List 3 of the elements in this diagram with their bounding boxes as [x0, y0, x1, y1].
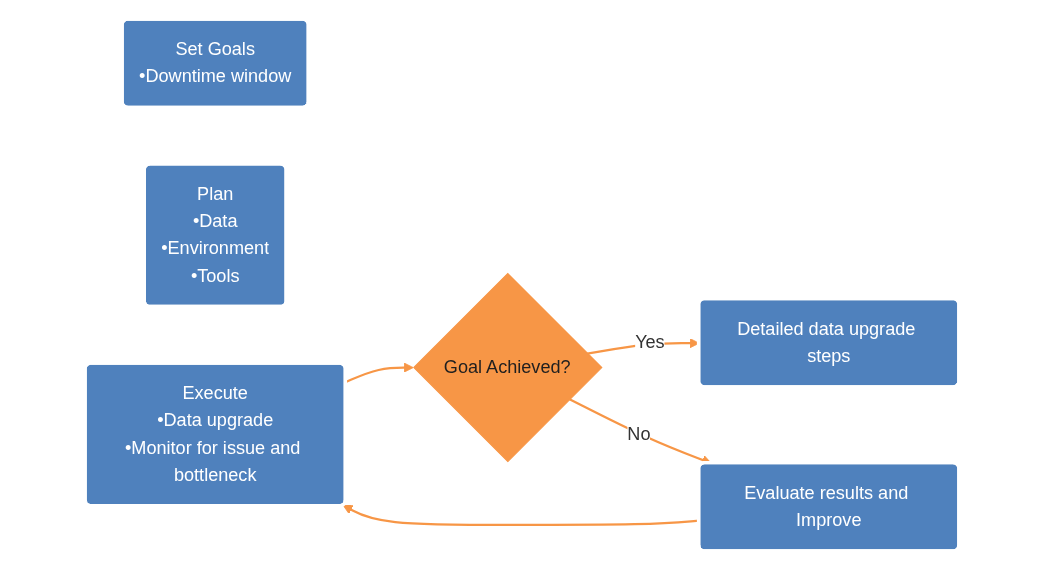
edge-label: Yes	[634, 332, 665, 352]
node-diamond: Goal Achieved?	[412, 272, 603, 463]
edge-label: No	[626, 424, 651, 444]
